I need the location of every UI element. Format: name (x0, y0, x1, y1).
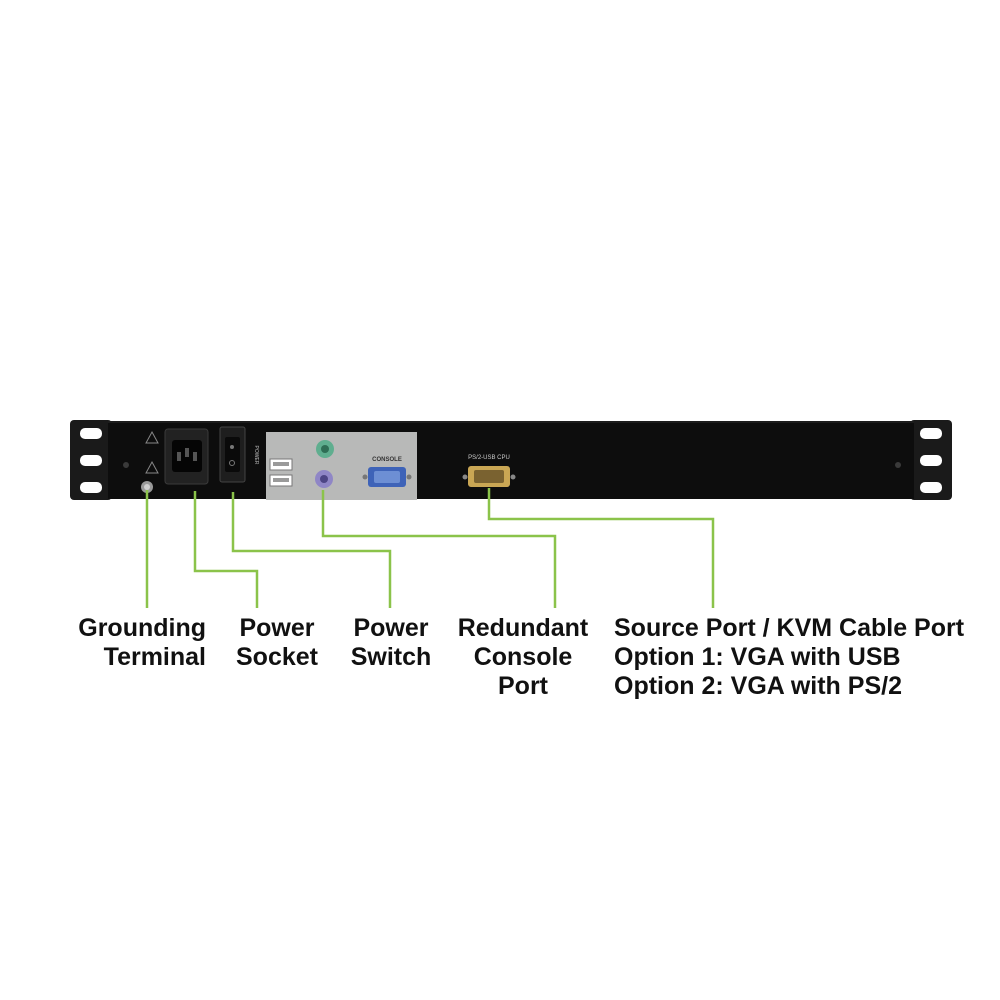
label-power-switch-line2: Switch (350, 643, 432, 671)
warning-icon (145, 430, 159, 474)
label-source-port-line2: Option 1: VGA with USB (614, 643, 901, 671)
label-power-switch: Power Switch (336, 614, 446, 672)
leader-line-power-socket (193, 491, 259, 608)
chassis-screw-right (895, 462, 901, 468)
leader-line-source (487, 488, 715, 608)
leader-line-power-switch (231, 492, 392, 608)
left-rack-bracket (70, 420, 112, 500)
label-power-socket-line1: Power (239, 614, 315, 642)
label-grounding-terminal: Grounding Terminal (60, 614, 206, 672)
leader-line-console (321, 490, 557, 608)
label-source-port: Source Port / KVM Cable Port Option 1: V… (614, 614, 984, 701)
label-power-switch-line1: Power (353, 614, 429, 642)
chassis-screw-left (123, 462, 129, 468)
label-source-port-line3: Option 2: VGA with PS/2 (614, 672, 902, 700)
power-label: POWER (253, 446, 259, 465)
usb-port-icon (269, 458, 293, 487)
label-grounding-terminal-line1: Grounding (78, 614, 206, 642)
vga-cpu-port-icon (462, 466, 516, 487)
label-redundant-console-port-line3: Port (498, 672, 548, 700)
cpu-label: PS/2-USB CPU (468, 455, 510, 461)
ps2-mouse-port-icon (316, 440, 334, 458)
label-redundant-console-port-line1: Redundant (457, 614, 589, 642)
vga-console-port-icon (362, 467, 412, 487)
label-power-socket: Power Socket (222, 614, 332, 672)
label-source-port-line1: Source Port / KVM Cable Port (614, 614, 965, 642)
label-redundant-console-port: Redundant Console Port (448, 614, 598, 701)
power-switch-icon (219, 426, 246, 483)
ps2-keyboard-port-icon (315, 470, 333, 488)
label-grounding-terminal-line2: Terminal (103, 643, 206, 671)
grounding-terminal-screw-icon (141, 481, 153, 493)
power-socket-icon (164, 428, 209, 485)
label-redundant-console-port-line2: Console (473, 643, 573, 671)
console-label: CONSOLE (372, 457, 402, 463)
label-power-socket-line2: Socket (236, 643, 318, 671)
right-rack-bracket (910, 420, 952, 500)
